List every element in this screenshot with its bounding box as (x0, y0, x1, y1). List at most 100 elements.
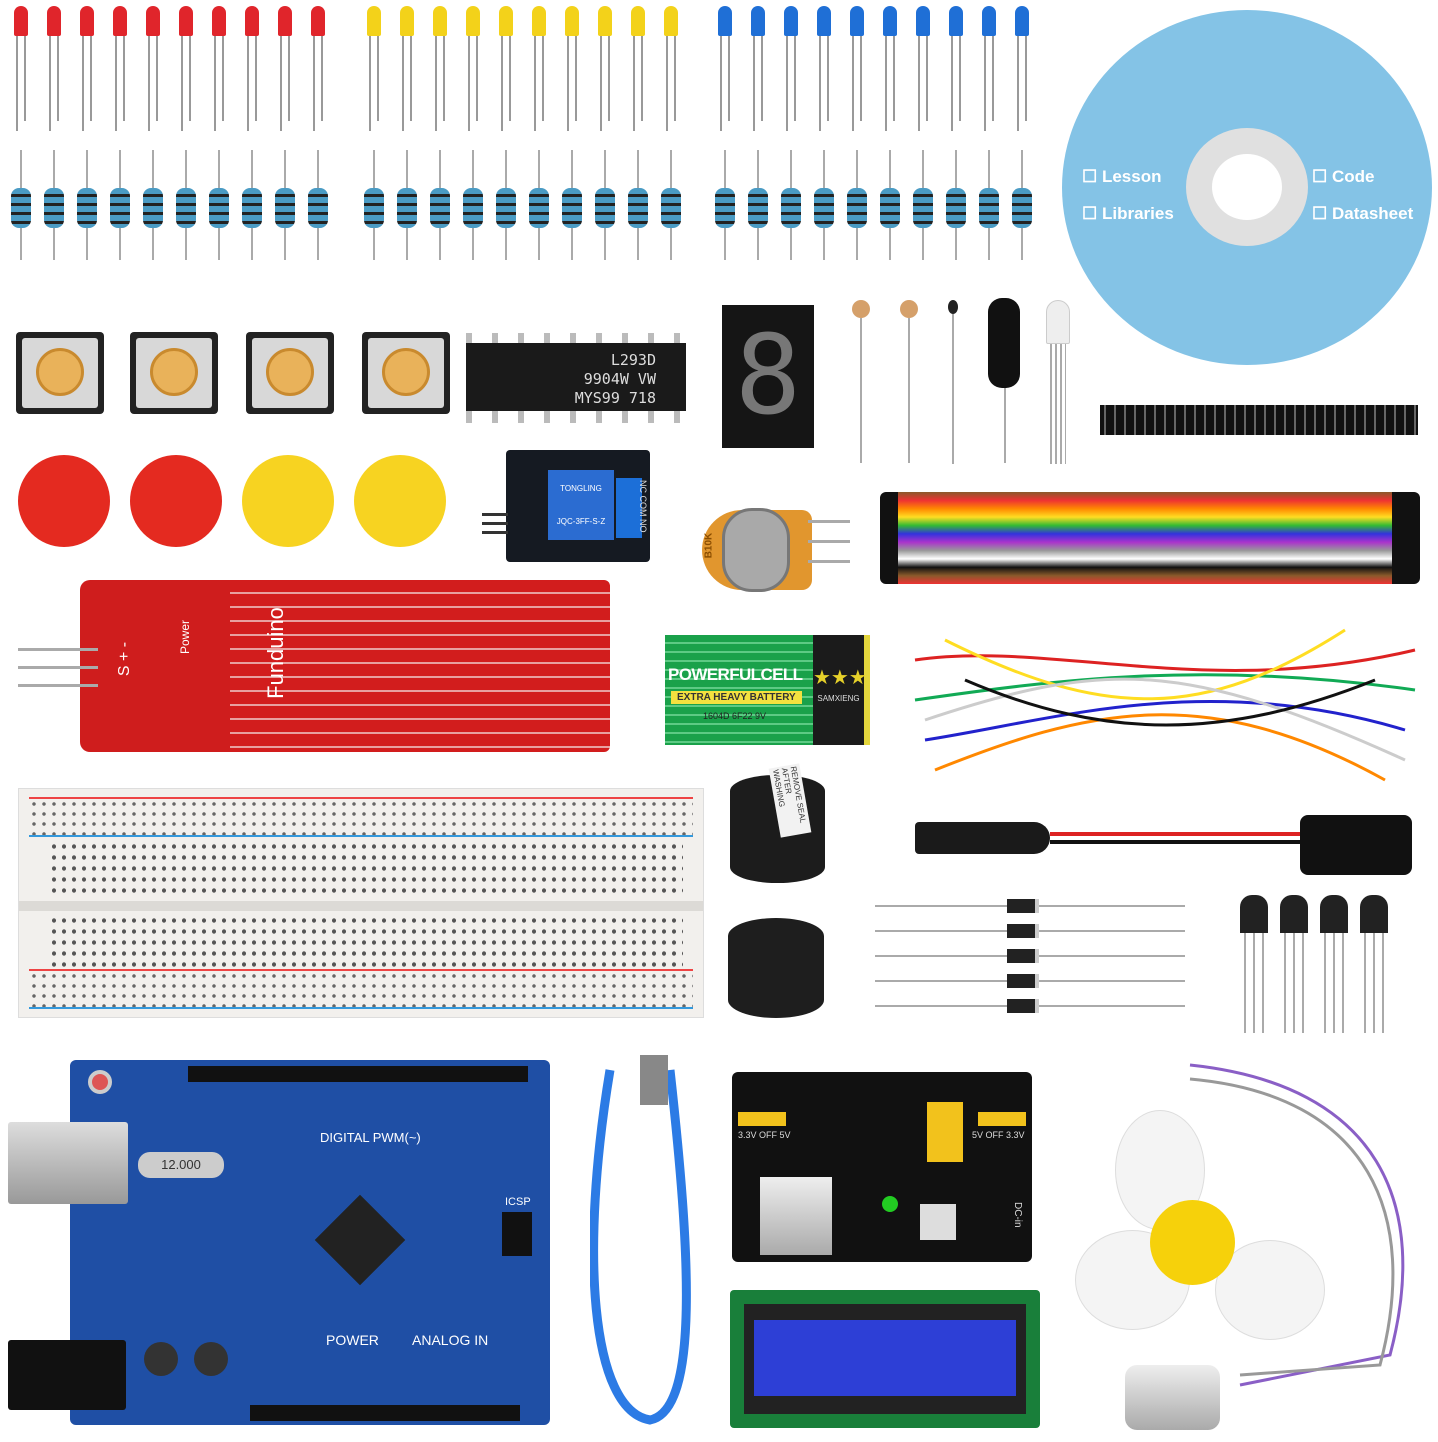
dc-in-label: DC-in (1012, 1202, 1023, 1228)
seven-segment-display: 8 (722, 305, 814, 448)
jumper-yellow (978, 1112, 1026, 1126)
battery-tagline: EXTRA HEAVY BATTERY (671, 691, 802, 704)
diode (875, 999, 1185, 1013)
water-level-sensor: Funduino Power S + - (80, 580, 610, 752)
pin-header (1100, 405, 1418, 435)
9v-battery-snap (1300, 815, 1412, 875)
red-led (179, 6, 193, 131)
microcontroller (314, 1194, 406, 1286)
icsp-label: ICSP (505, 1196, 531, 1208)
battery-brand: POWERFULCELL (668, 665, 803, 684)
funduino-label: Funduino (262, 607, 288, 699)
tactile-push-button (130, 332, 218, 414)
power-switch[interactable] (920, 1204, 956, 1240)
motor-wires (1189, 1063, 1405, 1387)
tactile-push-button (362, 332, 450, 414)
blue-led (784, 6, 798, 131)
yellow-led (466, 6, 480, 131)
dc-motor (1125, 1365, 1220, 1430)
yellow-led (499, 6, 513, 131)
9v-battery: ★★★ SAMXIENG POWERFULCELL EXTRA HEAVY BA… (665, 635, 870, 745)
red-led (47, 6, 61, 131)
diode (875, 899, 1185, 913)
yellow-led (367, 6, 381, 131)
passive-buzzer (728, 918, 824, 1018)
diode (875, 949, 1185, 963)
transistor (1240, 895, 1268, 1035)
diode (875, 924, 1185, 938)
blue-led (949, 6, 963, 131)
blue-led (817, 6, 831, 131)
red-led (14, 6, 28, 131)
yellow-led (433, 6, 447, 131)
tactile-push-button (246, 332, 334, 414)
transistor (1280, 895, 1308, 1035)
cd-item-datasheet: ☐ Datasheet (1312, 204, 1414, 223)
chip-marking: MYS99 718 (574, 389, 656, 407)
red-led (146, 6, 160, 131)
lcd-screen (754, 1320, 1016, 1396)
thermistor (948, 300, 958, 314)
breadboard (18, 788, 704, 1018)
dupont-jumper-ribbon (880, 492, 1420, 584)
power-label: POWER (326, 1332, 379, 1348)
cd-disc: ☐ Lesson ☐ Libraries ☐ Code ☐ Datasheet (1062, 10, 1432, 365)
blue-led (751, 6, 765, 131)
reset-button[interactable] (88, 1070, 112, 1094)
power-label: Power (178, 619, 193, 655)
power-led (882, 1196, 898, 1212)
cd-hole (1212, 154, 1282, 220)
yellow-led (400, 6, 414, 131)
yellow-button-cap (242, 455, 334, 547)
blue-led (916, 6, 930, 131)
breadboard-power-module: 3.3V OFF 5V 5V OFF 3.3V DC-in (732, 1072, 1032, 1262)
l293d-chip: L293D 9904W VW MYS99 718 (466, 333, 686, 423)
red-led (278, 6, 292, 131)
red-button-cap (130, 455, 222, 547)
rgb-led (1046, 300, 1070, 344)
cd-item-libraries: ☐ Libraries (1082, 204, 1174, 223)
chip-marking: 9904W VW (583, 370, 656, 388)
arduino-uno-board: DIGITAL PWM(~) 12.000 ICSP POWER ANALOG … (70, 1060, 550, 1425)
digital-pwm-label: DIGITAL PWM(~) (320, 1130, 421, 1145)
red-led (80, 6, 94, 131)
potentiometer-label: B10K (703, 532, 715, 559)
fan-propeller (1075, 1110, 1325, 1350)
pin-block (927, 1102, 963, 1162)
dc-barrel-plug (915, 822, 1050, 854)
pin-labels: S + - (116, 641, 134, 677)
analog-in-label: ANALOG IN (412, 1332, 489, 1348)
crystal-oscillator: 12.000 (138, 1152, 224, 1178)
yellow-led (565, 6, 579, 131)
cd-item-lesson: ☐ Lesson (1082, 167, 1162, 186)
diode (875, 974, 1185, 988)
blue-led (1015, 6, 1029, 131)
relay-terminal-labels: NC COM NO (638, 480, 648, 533)
fan-hub (1150, 1200, 1235, 1285)
usb-a-port (760, 1177, 832, 1255)
yellow-led (532, 6, 546, 131)
capacitor (194, 1342, 228, 1376)
usb-b-port (8, 1122, 128, 1204)
blue-led (982, 6, 996, 131)
voltage-select-right: 5V OFF 3.3V (972, 1130, 1025, 1140)
buzzer-seal-label: REMOVE SEAL AFTER WASHING (768, 763, 812, 838)
yellow-led (598, 6, 612, 131)
breadboard-jumper-wires (914, 628, 1416, 782)
red-led (113, 6, 127, 131)
yellow-led (631, 6, 645, 131)
blue-led (883, 6, 897, 131)
icsp-header (502, 1212, 532, 1256)
yellow-led (664, 6, 678, 131)
yellow-button-cap (354, 455, 446, 547)
active-buzzer: REMOVE SEAL AFTER WASHING (730, 763, 825, 883)
voltage-select-left: 3.3V OFF 5V (738, 1130, 791, 1140)
capacitor (144, 1342, 178, 1376)
usb-cable (590, 1055, 691, 1425)
cd-item-code: ☐ Code (1312, 167, 1375, 186)
red-led (245, 6, 259, 131)
chip-marking: L293D (610, 351, 656, 369)
photoresistor (900, 300, 918, 318)
